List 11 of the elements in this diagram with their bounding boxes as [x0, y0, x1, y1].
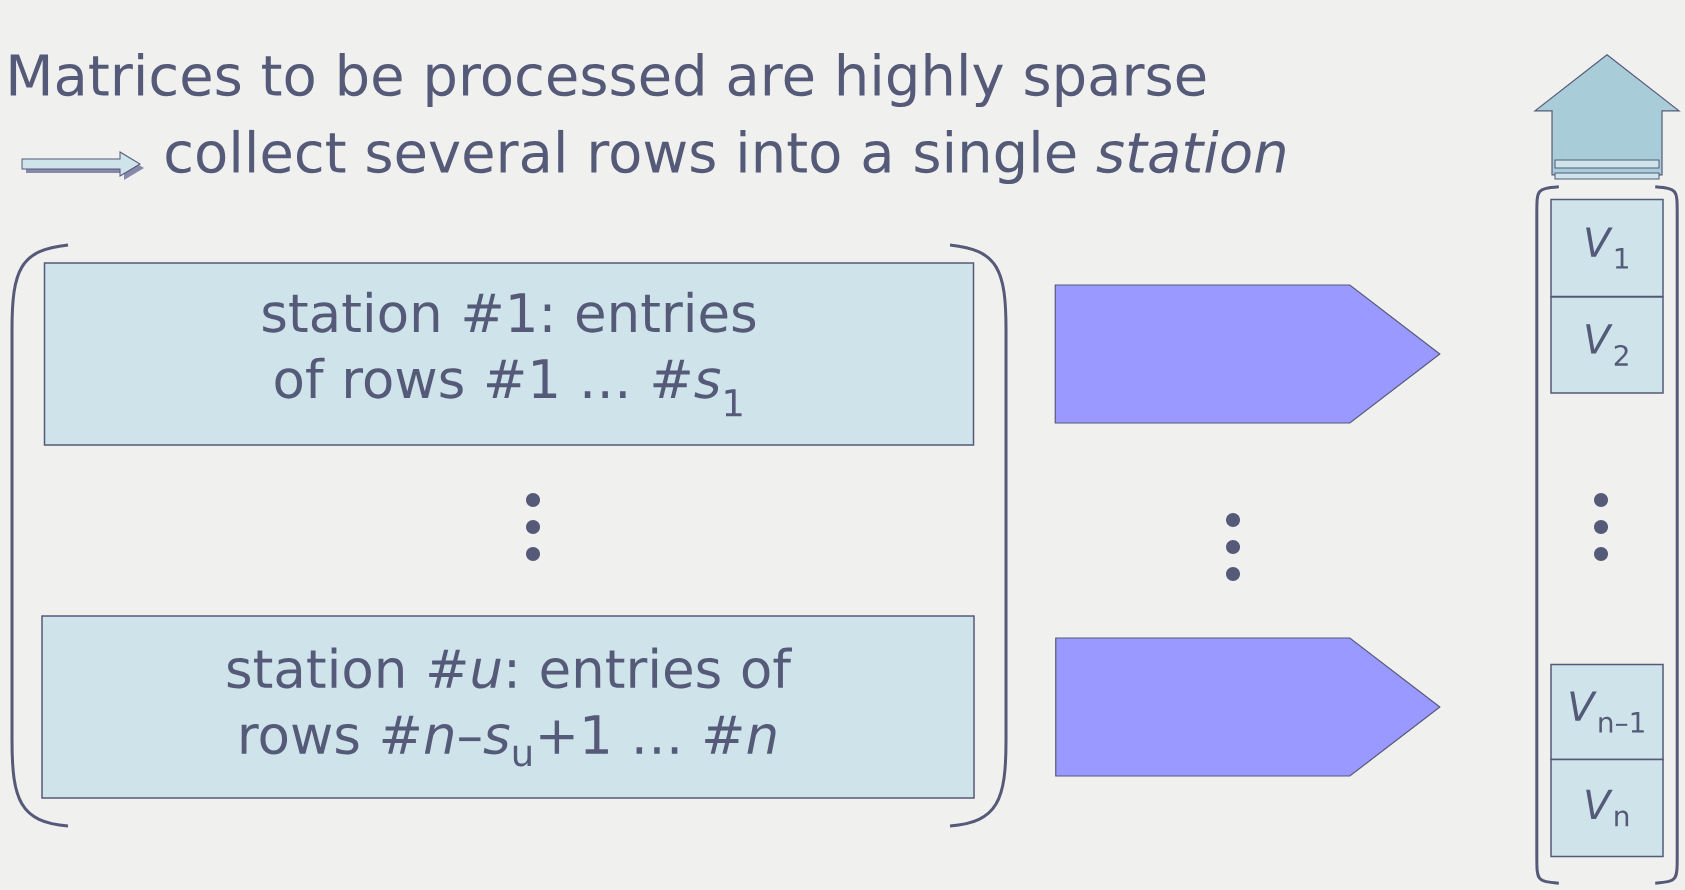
vector-bracket	[1535, 185, 1679, 885]
station-box: station #u: entries of rows #n–s$_{u}$+1 … #n	[41, 615, 975, 799]
text-line: collect several rows into a single station	[166, 129, 1285, 185]
vector-cell: V$_{1}$	[1550, 198, 1664, 298]
text-line: Matrices to be processed are highly sparse	[10, 52, 1206, 108]
station-box: station #1: entries of rows #1 … #s$_{1}$	[43, 262, 975, 446]
vector-cell: V$_{n–1}$	[1550, 663, 1664, 761]
vector-cell: V$_{n}$	[1550, 758, 1664, 858]
block-arrow	[1054, 284, 1441, 424]
block-arrow	[1055, 637, 1441, 777]
vector-cell: V$_{2}$	[1550, 296, 1664, 394]
